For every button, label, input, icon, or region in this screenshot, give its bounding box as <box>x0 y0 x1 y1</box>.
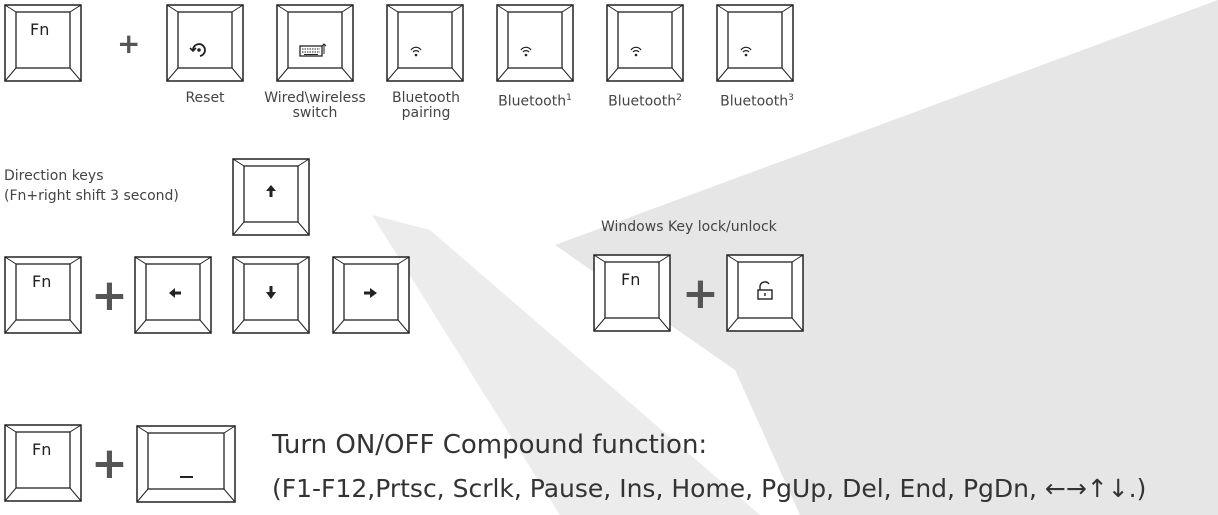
fn-key-label: Fn <box>621 270 640 289</box>
wifi-icon <box>630 46 642 57</box>
right-arrow-key <box>332 256 410 334</box>
bluetooth-2-caption: Bluetooth2 <box>608 93 682 110</box>
fn-key-label: Fn <box>32 440 51 459</box>
arrow-left-icon <box>169 288 181 298</box>
fn-key: Fn <box>4 256 82 334</box>
bluetooth-3-caption: Bluetooth3 <box>720 93 794 110</box>
down-arrow-key <box>232 256 310 334</box>
bluetooth-2-key <box>606 4 684 82</box>
fn-key: Fn <box>4 424 82 502</box>
plus-sign: + <box>682 268 719 319</box>
plus-sign: + <box>91 438 128 489</box>
underscore-key <box>136 425 236 503</box>
keyboard-switch-icon <box>299 43 327 57</box>
unlock-icon <box>757 281 773 300</box>
bluetooth-pairing-key <box>386 4 464 82</box>
fn-key: Fn <box>4 4 82 82</box>
underscore-icon <box>180 476 193 478</box>
bluetooth-1-caption: Bluetooth1 <box>498 93 572 110</box>
compound-function-keys: (F1-F12,Prtsc, Scrlk, Pause, Ins, Home, … <box>272 474 1147 503</box>
wired-wireless-caption: Wired\wireless switch <box>264 90 366 121</box>
plus-sign: + <box>117 27 141 60</box>
wifi-icon <box>520 46 532 57</box>
reset-icon <box>189 43 206 57</box>
bluetooth-3-key <box>716 4 794 82</box>
arrow-right-icon <box>364 288 377 298</box>
up-arrow-key <box>232 158 310 236</box>
background-diagonal-shape <box>372 215 760 515</box>
wired-wireless-key <box>276 4 354 82</box>
background-arrow-shape <box>555 0 1218 515</box>
bluetooth-1-key <box>496 4 574 82</box>
arrow-up-icon <box>266 185 276 197</box>
direction-keys-label: Direction keys (Fn+right shift 3 second) <box>4 168 179 204</box>
arrow-down-icon <box>266 286 276 299</box>
fn-key: Fn <box>593 254 671 332</box>
compound-function-title: Turn ON/OFF Compound function: <box>272 430 708 460</box>
reset-caption: Reset <box>185 90 225 106</box>
windows-key-lock-label: Windows Key lock/unlock <box>601 219 777 235</box>
bluetooth-pairing-caption: Bluetooth pairing <box>392 90 460 121</box>
windows-lock-key <box>726 254 804 332</box>
left-arrow-key <box>134 256 212 334</box>
fn-key-label: Fn <box>30 20 49 39</box>
wifi-icon <box>410 46 422 57</box>
plus-sign: + <box>91 270 128 321</box>
fn-key-label: Fn <box>32 272 51 291</box>
wifi-icon <box>740 46 752 57</box>
reset-key <box>166 4 244 82</box>
